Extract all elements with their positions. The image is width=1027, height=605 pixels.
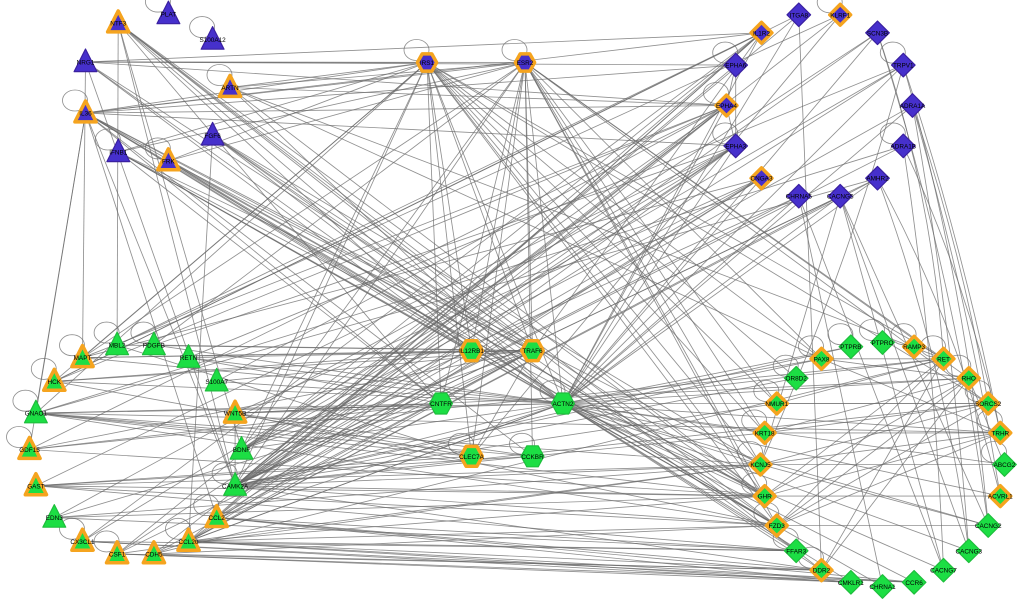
svg-text:KCNJ5: KCNJ5 — [750, 462, 771, 469]
svg-text:CCR6: CCR6 — [905, 580, 923, 587]
svg-text:TRHR: TRHR — [991, 430, 1009, 437]
svg-text:FGF6: FGF6 — [204, 133, 221, 140]
svg-text:S100A12: S100A12 — [199, 37, 226, 44]
svg-text:TRAF6: TRAF6 — [522, 348, 543, 355]
svg-text:KLRF1: KLRF1 — [830, 12, 850, 19]
svg-text:OR8D2: OR8D2 — [786, 376, 808, 383]
svg-text:FFAR3: FFAR3 — [786, 548, 806, 555]
svg-text:SORCS2: SORCS2 — [975, 401, 1002, 408]
svg-text:CNGA3: CNGA3 — [750, 176, 772, 183]
svg-text:NTF3: NTF3 — [110, 21, 126, 28]
svg-text:CDH5: CDH5 — [145, 551, 163, 558]
svg-text:CMKLR1: CMKLR1 — [838, 580, 864, 587]
svg-text:CACNG3: CACNG3 — [955, 548, 982, 555]
svg-text:CSF1: CSF1 — [109, 551, 126, 558]
svg-text:RET: RET — [937, 356, 950, 363]
svg-text:EPHA4: EPHA4 — [716, 103, 737, 110]
svg-text:ACTN2: ACTN2 — [553, 401, 574, 408]
svg-text:PAX8: PAX8 — [814, 356, 830, 363]
svg-text:KRT18: KRT18 — [755, 430, 775, 437]
svg-text:HCK: HCK — [48, 379, 62, 386]
svg-text:MBL2: MBL2 — [109, 343, 126, 350]
svg-text:IFNB1: IFNB1 — [109, 150, 128, 157]
svg-text:WNT5B: WNT5B — [224, 411, 246, 418]
svg-text:CCL2: CCL2 — [209, 515, 226, 522]
svg-text:FRK: FRK — [162, 158, 176, 165]
svg-text:TRPV1: TRPV1 — [893, 63, 914, 70]
svg-text:S100A7: S100A7 — [205, 379, 228, 386]
svg-text:CACNG2: CACNG2 — [975, 523, 1002, 530]
svg-text:GHR: GHR — [758, 494, 773, 501]
svg-text:PTPRO: PTPRO — [871, 340, 893, 347]
svg-text:MAPT: MAPT — [74, 355, 92, 362]
svg-text:GAST: GAST — [27, 483, 44, 490]
svg-text:CCKBR: CCKBR — [521, 454, 544, 461]
svg-text:FZD3: FZD3 — [769, 523, 785, 530]
svg-text:IL12RB1: IL12RB1 — [459, 348, 484, 355]
svg-text:CNTFR: CNTFR — [430, 401, 452, 408]
svg-text:ESR2: ESR2 — [517, 60, 534, 67]
svg-text:CHRNA1: CHRNA1 — [869, 584, 896, 591]
svg-text:SCN3B: SCN3B — [867, 30, 888, 37]
svg-text:RAMP3: RAMP3 — [903, 344, 925, 351]
svg-text:ACVRL1: ACVRL1 — [988, 494, 1013, 501]
svg-text:IRS1: IRS1 — [420, 60, 435, 67]
svg-text:ABCG2: ABCG2 — [994, 462, 1016, 469]
svg-text:PTPRB: PTPRB — [840, 344, 861, 351]
svg-text:IL1R2: IL1R2 — [753, 30, 770, 37]
svg-text:ARTN: ARTN — [221, 85, 239, 92]
svg-text:CLEC7A: CLEC7A — [459, 454, 485, 461]
svg-text:BDNF: BDNF — [233, 447, 250, 454]
svg-text:RHO: RHO — [962, 376, 976, 383]
svg-text:ITGA8: ITGA8 — [790, 12, 809, 19]
svg-text:AMHR2: AMHR2 — [866, 176, 889, 183]
svg-text:RETN: RETN — [180, 355, 198, 362]
svg-text:CCL20: CCL20 — [179, 539, 199, 546]
svg-text:ADRA1B: ADRA1B — [891, 143, 917, 150]
svg-text:NMUR1: NMUR1 — [765, 401, 788, 408]
svg-text:EPHA6: EPHA6 — [725, 63, 746, 70]
svg-text:IL36: IL36 — [79, 111, 92, 118]
svg-text:NRG1: NRG1 — [77, 60, 95, 67]
svg-text:CHRNA5: CHRNA5 — [786, 194, 813, 201]
svg-text:EDN3: EDN3 — [46, 515, 63, 522]
svg-text:PLAT: PLAT — [161, 12, 177, 19]
svg-text:GDF15: GDF15 — [19, 447, 40, 454]
svg-text:ADRA1A: ADRA1A — [900, 103, 926, 110]
svg-text:CACNG7: CACNG7 — [930, 568, 957, 575]
svg-text:EPHA3: EPHA3 — [725, 143, 746, 150]
svg-text:GNAO1: GNAO1 — [25, 411, 48, 418]
svg-text:PDGFB: PDGFB — [143, 343, 165, 350]
svg-text:CX3CL1: CX3CL1 — [70, 539, 95, 546]
svg-text:DDR2: DDR2 — [813, 568, 831, 575]
svg-text:CACNG5: CACNG5 — [827, 194, 854, 201]
svg-text:CAMK2A: CAMK2A — [222, 483, 249, 490]
